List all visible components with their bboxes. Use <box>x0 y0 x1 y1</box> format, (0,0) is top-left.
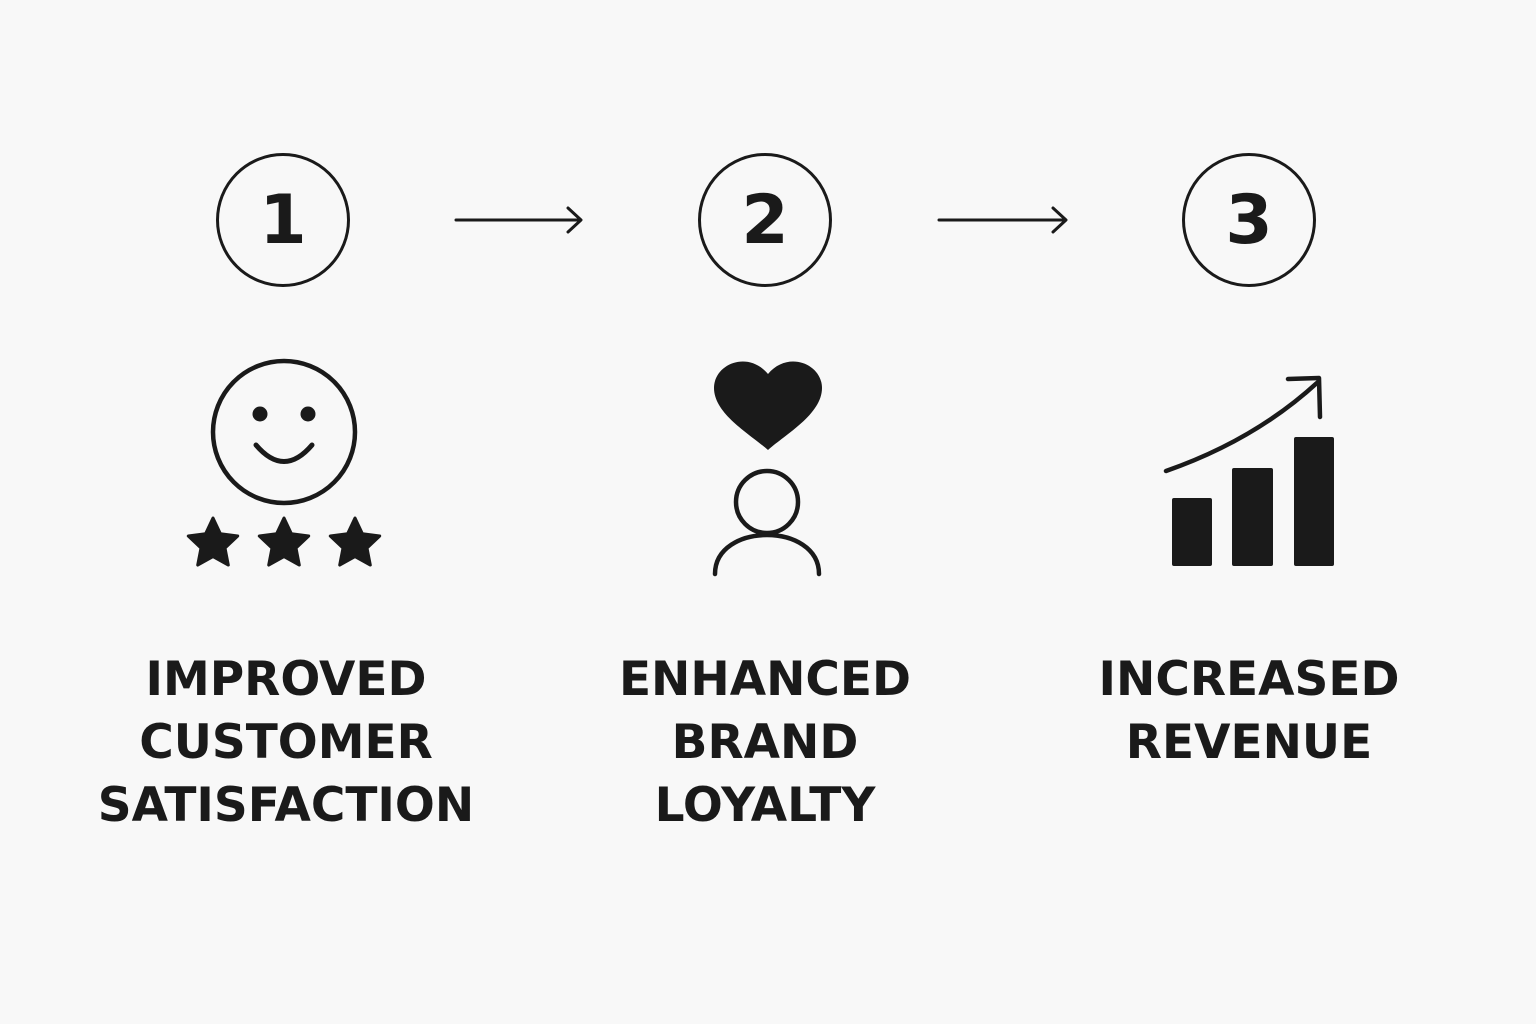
step-2-label-line-2: BRAND <box>671 715 859 770</box>
step-3-number: 3 <box>1225 181 1273 260</box>
person-icon <box>712 468 822 577</box>
trend-arrow-icon <box>1163 379 1321 474</box>
step-2-number-circle: 2 <box>698 153 832 287</box>
arrow-right-icon <box>937 206 1068 234</box>
step-3-label-line-2: REVENUE <box>1125 715 1373 770</box>
step-1-label-line-3: SATISFACTION <box>97 778 475 833</box>
step-3-label: INCREASED REVENUE <box>1049 648 1449 774</box>
bar-icons <box>1172 437 1334 566</box>
heart-icon <box>714 361 822 450</box>
step-2-label-line-3: LOYALTY <box>654 778 876 833</box>
step-3-number-circle: 3 <box>1182 153 1316 287</box>
step-3-label-line-1: INCREASED <box>1098 652 1400 707</box>
step-2-label: ENHANCED BRAND LOYALTY <box>565 648 965 837</box>
step-2-label-line-1: ENHANCED <box>618 652 912 707</box>
heart-above-person-icon <box>712 361 822 577</box>
growth-bar-chart-icon <box>1163 375 1334 566</box>
step-1-label: IMPROVED CUSTOMER SATISFACTION <box>86 648 486 837</box>
step-1-label-line-1: IMPROVED <box>145 652 427 707</box>
trend-arrow-head-icon <box>1285 375 1323 420</box>
three-stars-icon <box>186 516 382 567</box>
step-1-number: 1 <box>259 181 307 260</box>
step-1-number-circle: 1 <box>216 153 350 287</box>
smiley-face-with-stars-icon <box>186 358 382 567</box>
arrow-right-icon <box>454 206 583 234</box>
smiley-face-icon <box>210 358 358 506</box>
step-1-label-line-2: CUSTOMER <box>139 715 433 770</box>
step-2-number: 2 <box>741 181 789 260</box>
